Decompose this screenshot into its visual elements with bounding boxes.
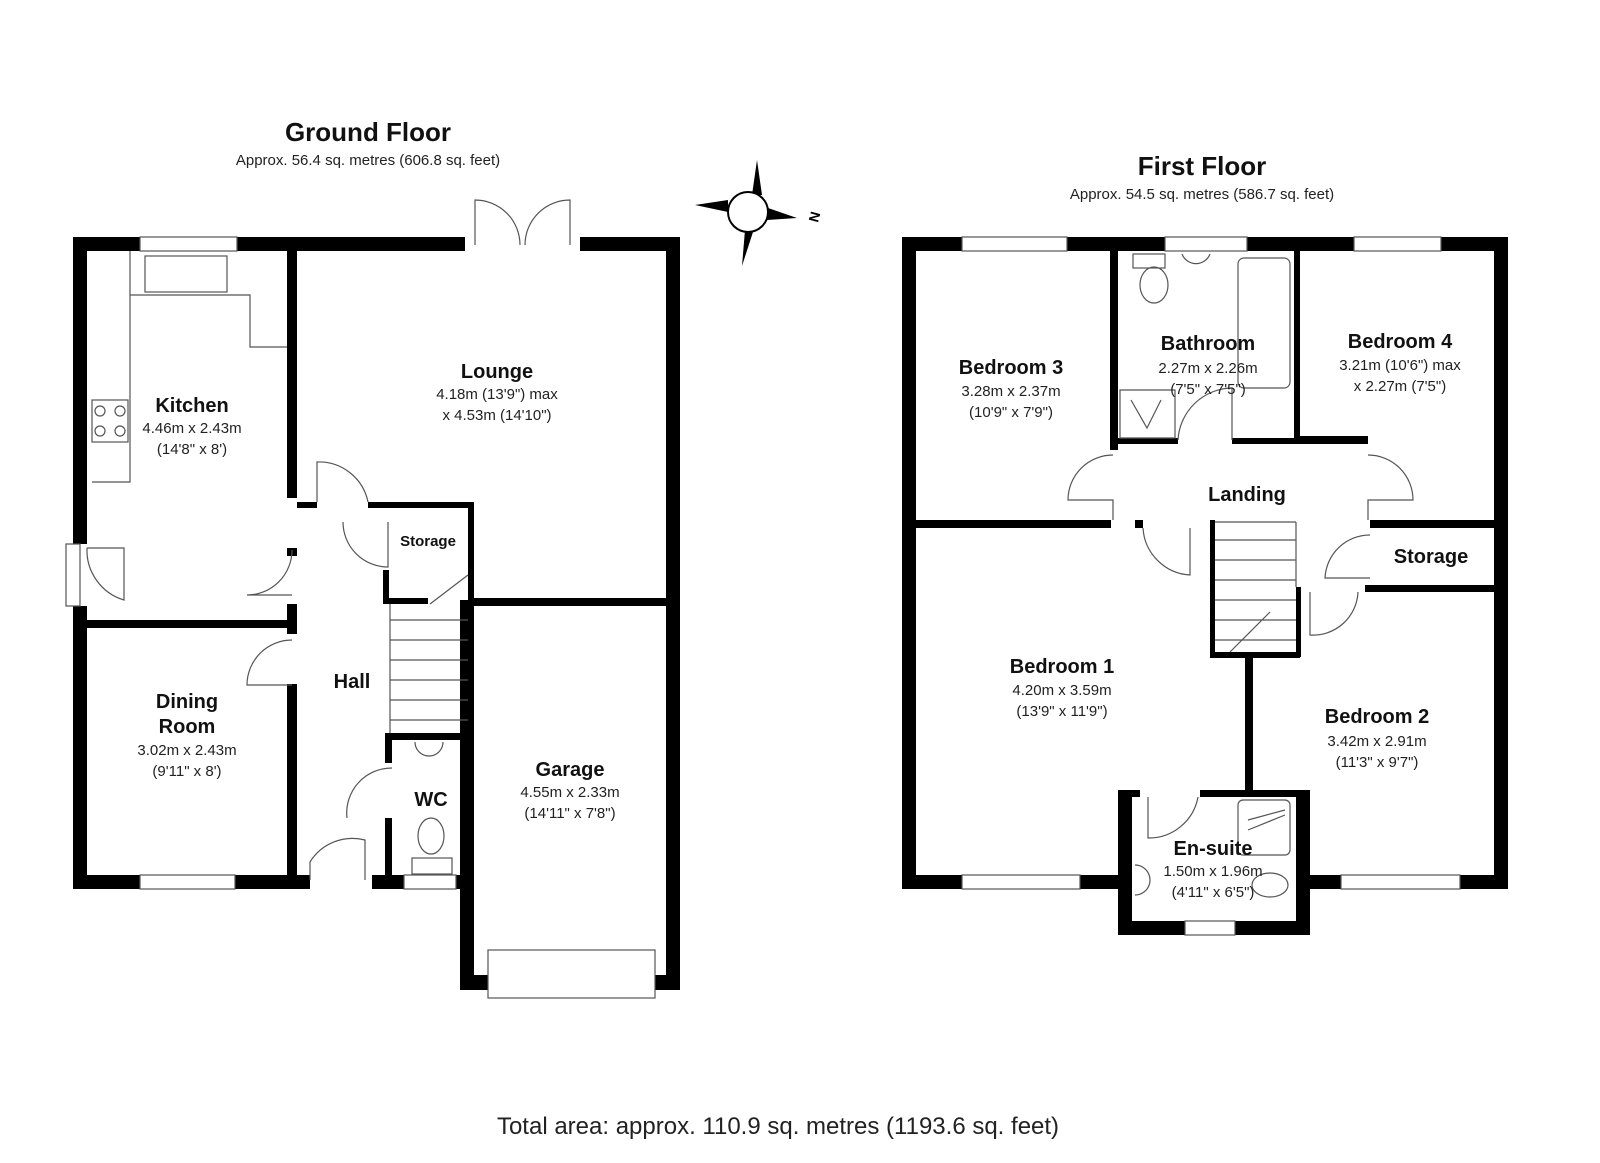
compass-north-label: N [805, 210, 823, 224]
room-dim-metric: 4.55m x 2.33m [520, 784, 619, 801]
door-frame [65, 543, 81, 607]
storage-label: Storage [400, 533, 456, 550]
ground-floor-area: Approx. 56.4 sq. metres (606.8 sq. feet) [236, 152, 500, 169]
room-dim-metric: 4.20m x 3.59m [1012, 682, 1111, 699]
bedroom-3: Bedroom 3 3.28m x 2.37m (10'9" x 7'9") [959, 357, 1063, 421]
compass-icon: N [695, 160, 823, 266]
en-suite: En-suite 1.50m x 1.96m (4'11" x 6'5") [1163, 838, 1262, 901]
room-name: Room [159, 716, 216, 738]
first-floor-area: Approx. 54.5 sq. metres (586.7 sq. feet) [1070, 186, 1334, 203]
window [139, 236, 238, 252]
room-dim-imperial: (9'11" x 8') [152, 763, 221, 780]
room-name: Lounge [461, 361, 533, 383]
ground-floor-fixtures [65, 199, 656, 999]
room-dim-metric: 4.18m (13'9") max [436, 386, 558, 403]
room-dim-imperial: x 4.53m (14'10") [442, 407, 551, 424]
ground-floor-title: Ground Floor [285, 117, 451, 147]
room-name: Bedroom 3 [959, 357, 1063, 379]
hall-label: Hall [334, 671, 371, 693]
room-dim-imperial: (7'5" x 7'5") [1170, 381, 1246, 398]
dining-room: Dining Room 3.02m x 2.43m (9'11" x 8') [137, 691, 236, 780]
room-name: En-suite [1174, 838, 1253, 860]
lounge: Lounge 4.18m (13'9") max x 4.53m (14'10"… [436, 361, 558, 424]
bedroom-4: Bedroom 4 3.21m (10'6") max x 2.27m (7'5… [1339, 331, 1461, 395]
window [403, 874, 457, 890]
room-name: Kitchen [155, 395, 228, 417]
bedroom-1: Bedroom 1 4.20m x 3.59m (13'9" x 11'9") [1010, 656, 1114, 720]
landing-label: Landing [1208, 484, 1286, 506]
room-dim-imperial: (14'8" x 8') [157, 441, 227, 458]
room-dim-imperial: (4'11" x 6'5") [1172, 884, 1255, 901]
room-dim-metric: 3.21m (10'6") max [1339, 357, 1461, 374]
wc-label: WC [414, 789, 447, 811]
room-dim-metric: 1.50m x 1.96m [1163, 863, 1262, 880]
bathroom: Bathroom 2.27m x 2.26m (7'5" x 7'5") [1158, 333, 1257, 398]
garage: Garage 4.55m x 2.33m (14'11" x 7'8") [520, 759, 619, 822]
total-area: Total area: approx. 110.9 sq. metres (11… [497, 1113, 1059, 1140]
room-name: Bedroom 4 [1348, 331, 1453, 353]
room-dim-metric: 3.28m x 2.37m [961, 383, 1060, 400]
room-dim-metric: 3.02m x 2.43m [137, 742, 236, 759]
room-name: Bedroom 1 [1010, 656, 1114, 678]
storage-label: Storage [1394, 546, 1468, 568]
room-name: Bathroom [1161, 333, 1255, 355]
room-name: Garage [536, 759, 605, 781]
kitchen: Kitchen 4.46m x 2.43m (14'8" x 8') [142, 395, 241, 458]
room-dim-imperial: x 2.27m (7'5") [1354, 378, 1446, 395]
room-dim-metric: 4.46m x 2.43m [142, 420, 241, 437]
room-dim-metric: 2.27m x 2.26m [1158, 360, 1257, 377]
ground-floor-walls [73, 237, 680, 990]
room-name: Dining [156, 691, 218, 713]
room-dim-imperial: (10'9" x 7'9") [969, 404, 1053, 421]
first-floor-fixtures [961, 236, 1461, 936]
window [139, 874, 236, 890]
first-floor-title: First Floor [1138, 151, 1267, 181]
garage-door [487, 949, 656, 999]
room-name: Bedroom 2 [1325, 706, 1429, 728]
bedroom-2: Bedroom 2 3.42m x 2.91m (11'3" x 9'7") [1325, 706, 1429, 771]
first-floor-plan: First Floor Approx. 54.5 sq. metres (586… [902, 151, 1508, 936]
first-floor-walls [902, 237, 1508, 935]
room-dim-imperial: (14'11" x 7'8") [524, 805, 615, 822]
ground-floor-plan: Ground Floor Approx. 56.4 sq. metres (60… [65, 117, 680, 999]
room-dim-imperial: (13'9" x 11'9") [1016, 703, 1107, 720]
room-dim-metric: 3.42m x 2.91m [1327, 733, 1426, 750]
room-dim-imperial: (11'3" x 9'7") [1336, 754, 1419, 771]
